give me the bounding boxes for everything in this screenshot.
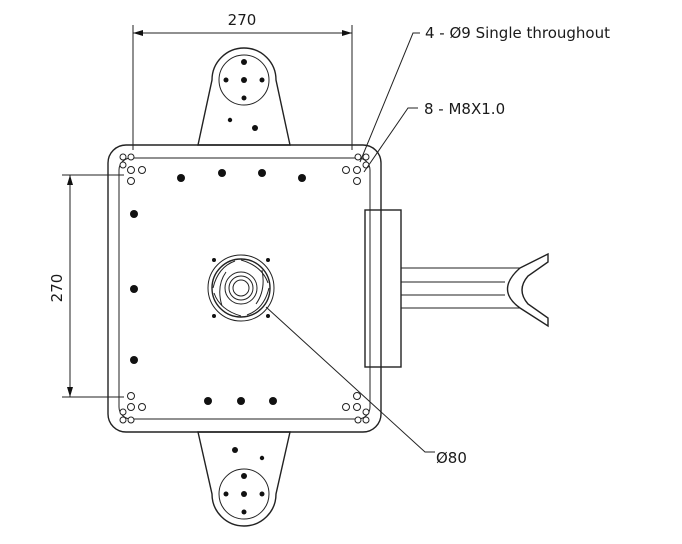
leader-lines — [265, 32, 435, 453]
edge-bolts — [130, 169, 306, 405]
center-bore — [207, 254, 275, 322]
callout-center-bore: Ø80 — [436, 449, 467, 467]
dimension-top-label: 270 — [228, 11, 257, 29]
base-plate — [107, 144, 382, 433]
bottom-mounting-lug — [197, 431, 291, 527]
top-mounting-lug — [197, 47, 291, 146]
side-bracket — [364, 209, 549, 368]
dimension-left-height: 270 — [48, 174, 124, 398]
callout-through-holes: 4 - Ø9 Single throughout — [425, 24, 610, 42]
corner-holes — [119, 153, 370, 424]
callout-threaded-holes: 8 - M8X1.0 — [424, 100, 505, 118]
dimension-left-label: 270 — [48, 274, 66, 303]
dimension-top-width: 270 — [132, 11, 353, 150]
